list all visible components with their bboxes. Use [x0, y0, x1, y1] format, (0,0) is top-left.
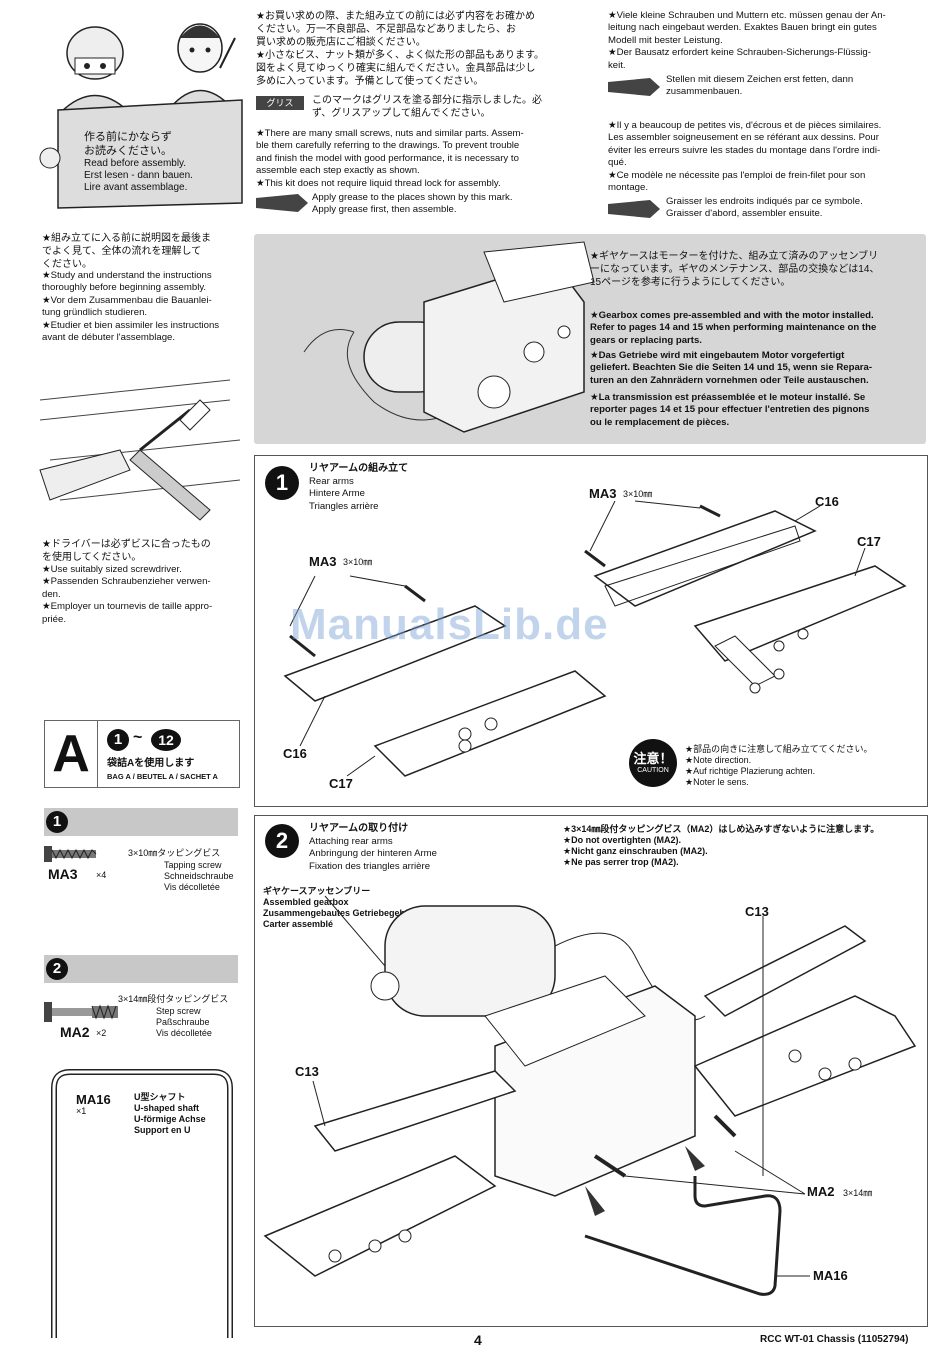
- caution-en: CAUTION: [637, 767, 669, 774]
- step2-note: ★3×14㎜段付タッピングビス（MA2）はしめ込みすぎないように注意します。 ★…: [563, 824, 880, 867]
- grease-icon: [256, 194, 308, 212]
- screw-icon-ma3: [44, 846, 102, 867]
- step2-c13-left: C13: [295, 1064, 319, 1079]
- bag-range-from: 1: [107, 729, 129, 751]
- bag-jp: 袋詰Aを使用します: [107, 758, 195, 769]
- intro-de-notes: ★Viele kleine Schrauben und Muttern etc.…: [608, 10, 886, 71]
- step2-box: 2 リヤアームの取り付け Attaching rear arms Anbring…: [254, 815, 928, 1327]
- ushaft-code: MA16: [76, 1092, 111, 1107]
- read-box-jp: 作る前にかならず お読みください。: [84, 131, 172, 157]
- step1-title-langs: Rear arms Hintere Arme Triangles arrière: [309, 476, 379, 512]
- step2-title-jp: リヤアームの取り付け: [309, 823, 409, 834]
- step2-c13-right: C13: [745, 904, 769, 919]
- step1-c16-upper: C16: [815, 494, 839, 509]
- intro-en-notes: ★There are many small screws, nuts and s…: [256, 128, 524, 189]
- step2-drawing: [263, 895, 917, 1296]
- step2-gearbox-label: ギヤケースアッセンブリー Assembled gearbox Zusammeng…: [263, 886, 426, 929]
- step1-box: 1 リヤアームの組み立て Rear arms Hintere Arme Tria…: [254, 455, 928, 807]
- grease-de: Stellen mit diesem Zeichen erst fetten, …: [666, 74, 854, 98]
- grease-icon: [608, 200, 660, 218]
- grease-tag: グリス: [256, 96, 304, 110]
- part-ma2-code: MA2: [60, 1024, 90, 1040]
- gearbox-note-en: ★Gearbox comes pre-assembled and with th…: [590, 310, 877, 346]
- step1-number: 1: [265, 466, 299, 500]
- ushaft-box: [44, 1068, 240, 1338]
- study-jp: ★組み立てに入る前に説明図を最後ま でよく見て、全体の流れを理解して ください。: [42, 233, 211, 270]
- bag-a-box: A 1 ~ 12 袋詰Aを使用します BAG A / BEUTEL A / SA…: [44, 720, 240, 788]
- page-number: 4: [474, 1332, 482, 1348]
- grease-mark-en: [256, 192, 308, 219]
- part-ma2-size: 3×14㎜段付タッピングビス: [118, 994, 229, 1004]
- intro-illustration: [20, 8, 245, 213]
- step2-ma2: MA2: [807, 1184, 835, 1199]
- gearbox-illustration: [303, 241, 595, 433]
- step2-title-langs: Attaching rear arms Anbringung der hinte…: [309, 836, 437, 872]
- grease-mark-fr: [608, 198, 660, 225]
- part-ma2-qty: ×2: [96, 1028, 107, 1038]
- part-group-1-number: 1: [46, 811, 68, 833]
- step1-ma3-lower: MA3: [309, 554, 337, 569]
- step1-c17-lower: C17: [329, 776, 353, 791]
- intro-fr-notes: ★Il y a beaucoup de petites vis, d'écrou…: [608, 120, 882, 194]
- gearbox-panel: ★ギヤケースはモーターを付けた、組み立て済みのアッセンブリ ーになっています。ギ…: [254, 234, 926, 444]
- step1-ma3-lower-size: 3×10㎜: [343, 557, 373, 567]
- intro-jp-notes: ★お買い求めの際、また組み立ての前には必ず内容をお確かめ ください。万一不良部品…: [256, 11, 544, 87]
- caution-badge: 注意！ CAUTION: [629, 739, 677, 787]
- screwdriver-drawing: [39, 360, 241, 530]
- people-illustration: [39, 23, 243, 209]
- doc-id: RCC WT-01 Chassis (11052794): [760, 1334, 909, 1345]
- bag-range-tilde: ~: [133, 729, 143, 746]
- screw-icon-ma2: [44, 1002, 122, 1027]
- tapping-screw-icon: [44, 846, 97, 862]
- screwdriver-jp: ★ドライバーは必ずビスに合ったもの を使用してください。: [42, 539, 211, 563]
- grease-jp: このマークはグリスを塗る部分に指示しました。必 ず、グリスアップして組んでくださ…: [312, 95, 542, 119]
- gearbox-note-de: ★Das Getriebe wird mit eingebautem Motor…: [590, 350, 873, 386]
- step-screw-icon: [44, 1002, 118, 1022]
- ushaft-names: U型シャフト U-shaped shaft U-förmige Achse Su…: [134, 1092, 206, 1135]
- part-group-1-bar: 1: [44, 808, 238, 836]
- watermark: ManualsLib.de: [290, 600, 609, 649]
- step1-ma3-upper: MA3: [589, 486, 617, 501]
- gearbox-note-fr: ★La transmission est préassemblée et le …: [590, 392, 870, 428]
- part-group-2-bar: 2: [44, 955, 238, 983]
- step1-drawing: [283, 500, 907, 777]
- gearbox-note-jp: ★ギヤケースはモーターを付けた、組み立て済みのアッセンブリ ーになっています。ギ…: [590, 251, 880, 288]
- part-ma3-qty: ×4: [96, 870, 107, 880]
- caution-text: ★部品の向きに注意して組み立ててください。 ★Note direction. ★…: [685, 744, 873, 787]
- ushaft-qty: ×1: [76, 1106, 87, 1116]
- u-shaft-drawing: [51, 1069, 233, 1338]
- bag-range-to: 12: [151, 729, 181, 751]
- grease-en: Apply grease to the places shown by this…: [312, 192, 513, 216]
- step1-c17-upper: C17: [857, 534, 881, 549]
- study-langs: ★Study and understand the instructions t…: [42, 270, 220, 344]
- part-ma3-size: 3×10㎜タッピングビス: [128, 848, 221, 858]
- grease-fr: Graisser les endroits indiqués par ce sy…: [666, 196, 863, 220]
- grease-icon: [608, 78, 660, 96]
- part-group-2-number: 2: [46, 958, 68, 980]
- screwdriver-langs: ★Use suitably sized screwdriver. ★Passen…: [42, 564, 213, 625]
- step2-number: 2: [265, 824, 299, 858]
- step1-title-jp: リヤアームの組み立て: [309, 463, 409, 474]
- step2-ma2-size: 3×14㎜: [843, 1188, 873, 1198]
- step2-ma16: MA16: [813, 1268, 848, 1283]
- bag-langs: BAG A / BEUTEL A / SACHET A: [107, 772, 218, 781]
- bag-letter: A: [52, 725, 90, 783]
- grease-mark-de: [608, 76, 660, 103]
- part-ma2-names: Step screw Paßschraube Vis décolletée: [156, 1006, 212, 1038]
- grease-tag-label: グリス: [266, 98, 294, 108]
- step1-c16-lower: C16: [283, 746, 307, 761]
- bag-letter-box: A: [45, 721, 98, 787]
- read-box-langs: Read before assembly. Erst lesen - dann …: [84, 158, 193, 193]
- part-ma3-names: Tapping screw Schneidschraube Vis décoll…: [164, 860, 234, 892]
- step1-ma3-upper-size: 3×10㎜: [623, 489, 653, 499]
- caution-jp: 注意！: [633, 751, 673, 766]
- screwdriver-illustration: [39, 360, 241, 530]
- part-ma3-code: MA3: [48, 866, 78, 882]
